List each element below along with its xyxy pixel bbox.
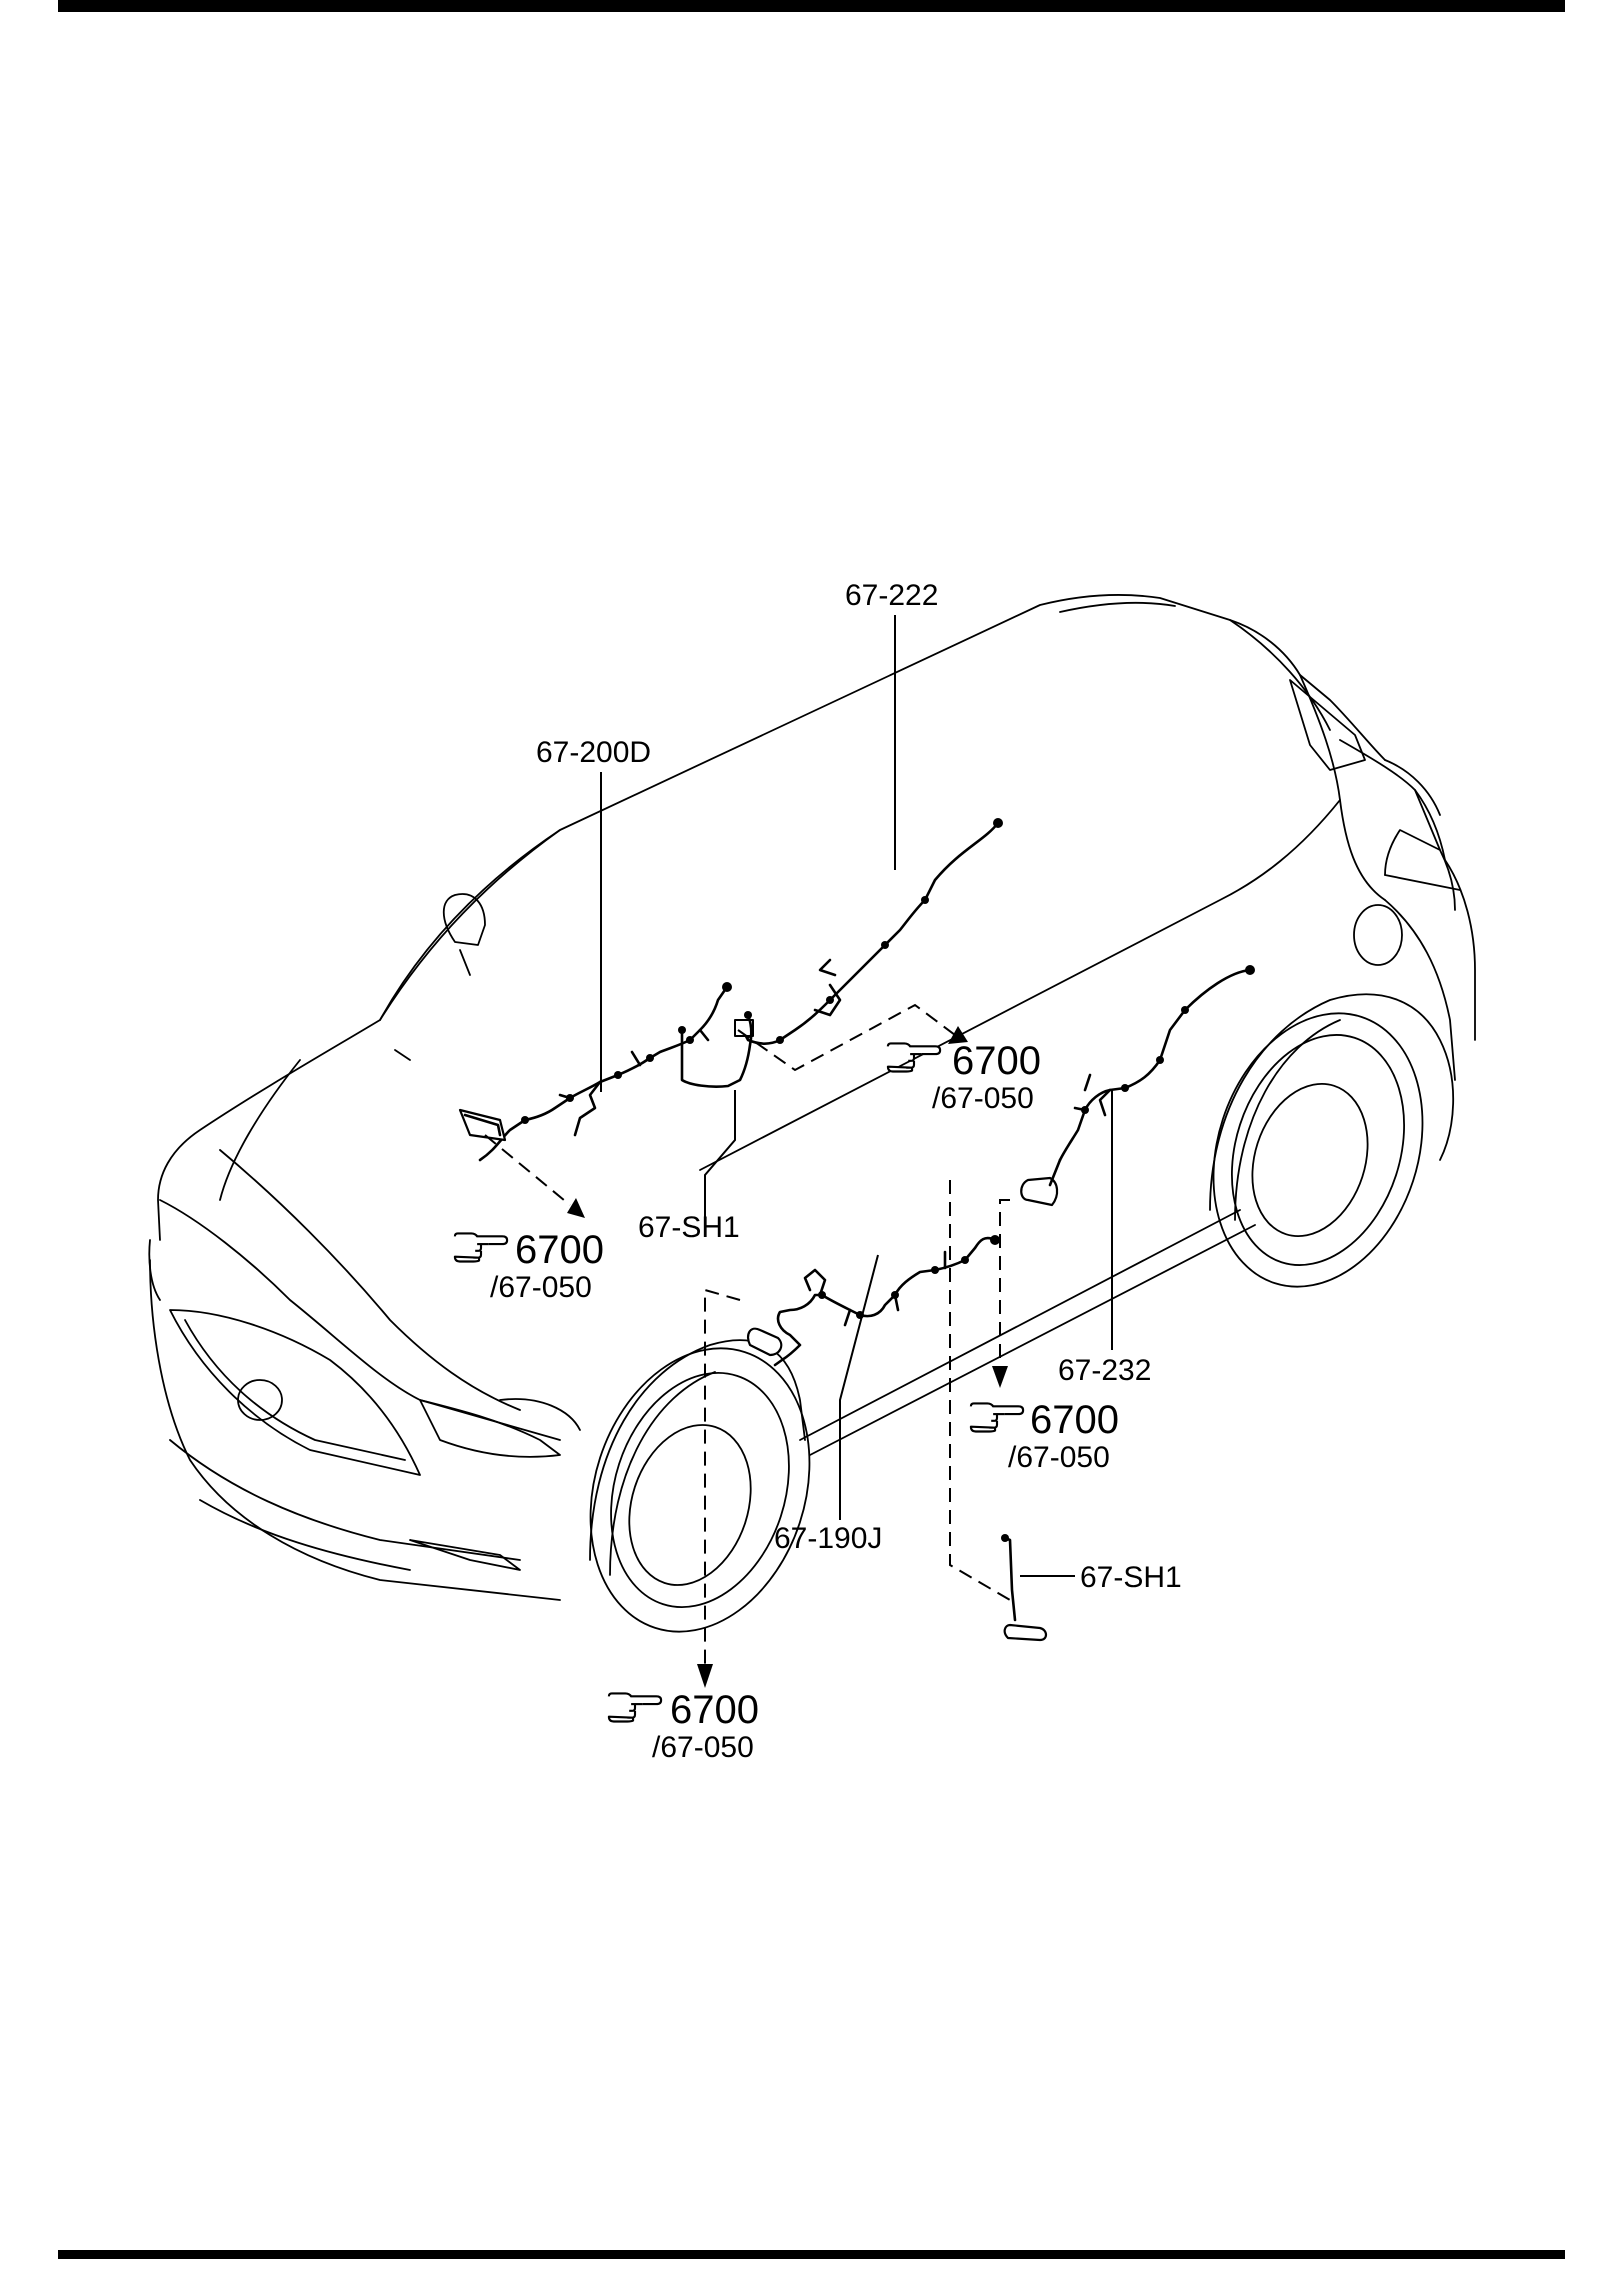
arrow-heads (567, 1026, 1008, 1688)
ref-group: 6700 (952, 1039, 1041, 1083)
reference-arrows (484, 1003, 1011, 1665)
ref-page: /67-050 (932, 1082, 1034, 1115)
reference-callout[interactable]: 6700 /67-050 (453, 1228, 604, 1304)
label-67-222: 67-222 (845, 579, 938, 612)
vehicle-outline (148, 594, 1476, 1633)
part-labels: 67-222 67-200D 67-SH1 67-232 67-190J 67-… (536, 579, 1182, 1594)
label-67-200d: 67-200D (536, 736, 651, 769)
label-67-232: 67-232 (1058, 1354, 1151, 1387)
reference-callout[interactable]: 6700 /67-050 (607, 1688, 759, 1764)
ref-group: 6700 (515, 1228, 604, 1272)
leader-lines (600, 615, 1113, 1577)
label-67-sh1-left: 67-SH1 (638, 1211, 740, 1244)
pointing-hand-icon (969, 1402, 1025, 1433)
pointing-hand-icon (886, 1042, 942, 1073)
ref-page: /67-050 (652, 1731, 754, 1764)
harness-wiring (458, 821, 1252, 1642)
ref-page: /67-050 (490, 1271, 592, 1304)
label-67-190j: 67-190J (774, 1522, 882, 1555)
pointing-hand-icon (453, 1232, 509, 1263)
pointing-hand-icon (607, 1692, 663, 1723)
connector-points (521, 818, 1255, 1542)
label-67-sh1-right: 67-SH1 (1080, 1561, 1182, 1594)
reference-callout[interactable]: 6700 /67-050 (886, 1039, 1041, 1115)
ref-group: 6700 (670, 1688, 759, 1732)
top-border (58, 0, 1565, 12)
bottom-border (58, 2250, 1565, 2259)
ref-page: /67-050 (1008, 1441, 1110, 1474)
ref-group: 6700 (1030, 1398, 1119, 1442)
reference-callout[interactable]: 6700 /67-050 (969, 1398, 1119, 1474)
